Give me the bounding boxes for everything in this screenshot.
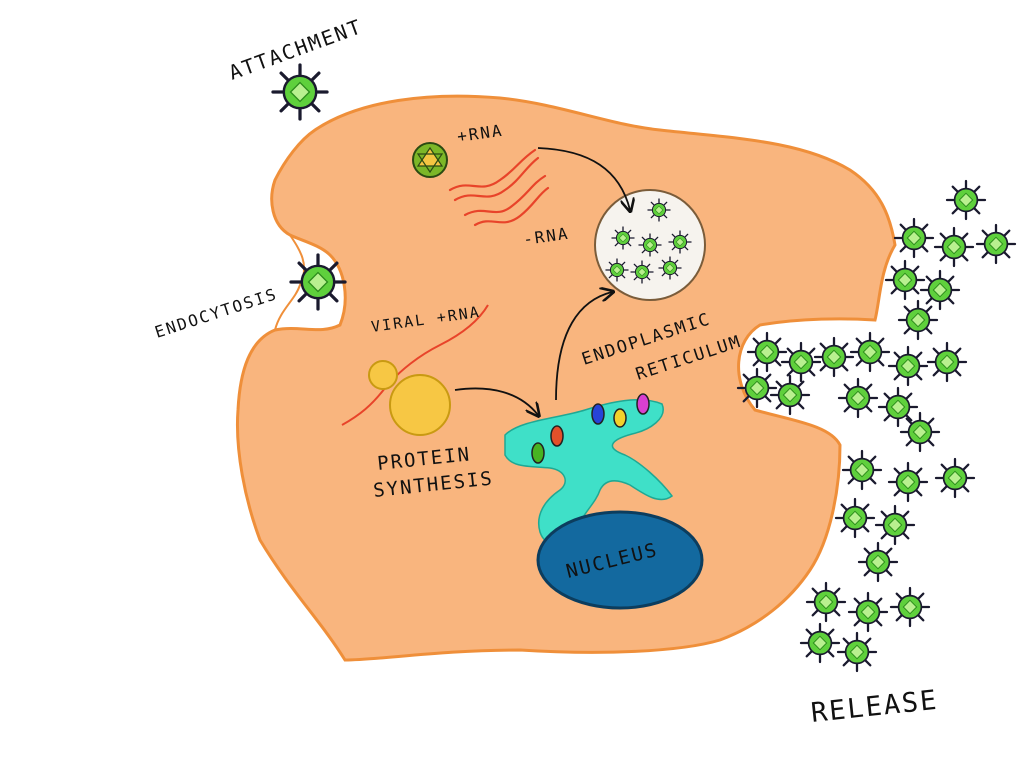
assembly-vesicle xyxy=(594,189,706,301)
viral-rna-strand xyxy=(341,304,489,426)
host-cell xyxy=(236,94,897,662)
arrow-rna-to-vesicle xyxy=(537,147,630,210)
arrow-er-to-vesicle xyxy=(555,292,612,401)
nucleus xyxy=(536,510,704,610)
er-proteins xyxy=(531,393,650,464)
attachment-virus-large xyxy=(271,63,329,121)
uncoating-virus-icon xyxy=(412,142,448,178)
arrow-ribosome-to-er xyxy=(454,387,538,415)
label-attachment: ATTACHMENT xyxy=(226,14,366,85)
ribosome-icon xyxy=(368,360,451,436)
plus-rna-strands xyxy=(448,148,550,227)
label-endocytosis: ENDOCYTOSIS xyxy=(152,284,280,342)
endocytosis-virus-icon xyxy=(289,253,347,311)
label-release: RELEASE xyxy=(809,685,939,729)
endoplasmic-reticulum xyxy=(504,399,674,546)
endocytosis-pocket xyxy=(274,234,306,331)
